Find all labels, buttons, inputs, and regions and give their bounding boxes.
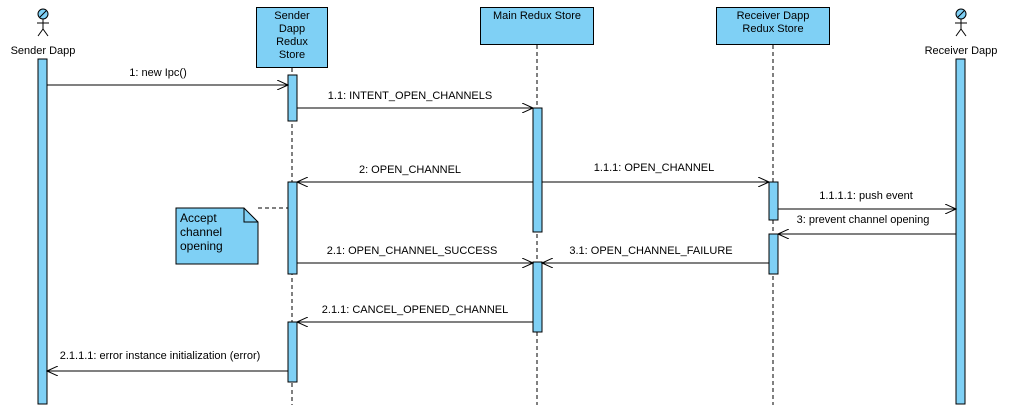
participant-main-store: Main Redux Store [480, 7, 594, 45]
actor-receiver-label: Receiver Dapp [924, 45, 998, 57]
activation-main-store-1 [532, 107, 543, 233]
participant-sender-store-line-2: Dapp [278, 23, 306, 35]
participant-sender-store: Sender Dapp Redux Store [256, 7, 328, 68]
note-shape [175, 207, 259, 265]
participant-main-store-label: Main Redux Store [492, 10, 582, 22]
activation-sender-dapp [37, 58, 48, 405]
actor-sender-label: Sender Dapp [10, 45, 76, 57]
msg-label-2: 2: OPEN_CHANNEL [358, 164, 462, 176]
actor-sender-icon [37, 8, 49, 37]
note-text: Accept channel opening [180, 211, 223, 253]
activation-sender-store-2 [287, 181, 298, 275]
actor-receiver-icon [955, 8, 967, 37]
msg-label-2-1: 2.1: OPEN_CHANNEL_SUCCESS [326, 245, 498, 257]
activation-receiver-dapp [955, 58, 966, 405]
activation-sender-store-3 [287, 321, 298, 383]
activation-receiver-store-1 [768, 181, 779, 221]
msg-label-3: 3: prevent channel opening [796, 214, 930, 226]
participant-receiver-store-line-2: Redux Store [742, 23, 804, 35]
activation-main-store-2 [532, 261, 543, 333]
activation-sender-store-1 [287, 74, 298, 122]
participant-sender-store-line-1: Sender [274, 10, 310, 22]
msg-label-1-1-1: 1.1.1: OPEN_CHANNEL [593, 162, 715, 174]
participant-receiver-store: Receiver Dapp Redux Store [716, 7, 830, 45]
msg-label-2-1-1-1: 2.1.1.1: error instance initialization (… [59, 350, 261, 362]
msg-label-3-1: 3.1: OPEN_CHANNEL_FAILURE [569, 245, 733, 257]
msg-label-1: 1: new Ipc() [129, 67, 187, 79]
msg-label-1-1: 1.1: INTENT_OPEN_CHANNELS [327, 90, 493, 102]
msg-label-1-1-1-1: 1.1.1.1: push event [819, 190, 913, 202]
participant-receiver-store-line-1: Receiver Dapp [736, 10, 810, 22]
participant-sender-store-line-4: Store [278, 49, 306, 61]
activation-receiver-store-2 [768, 233, 779, 275]
msg-label-2-1-1: 2.1.1: CANCEL_OPENED_CHANNEL [321, 304, 509, 316]
participant-sender-store-line-3: Redux [276, 36, 308, 48]
